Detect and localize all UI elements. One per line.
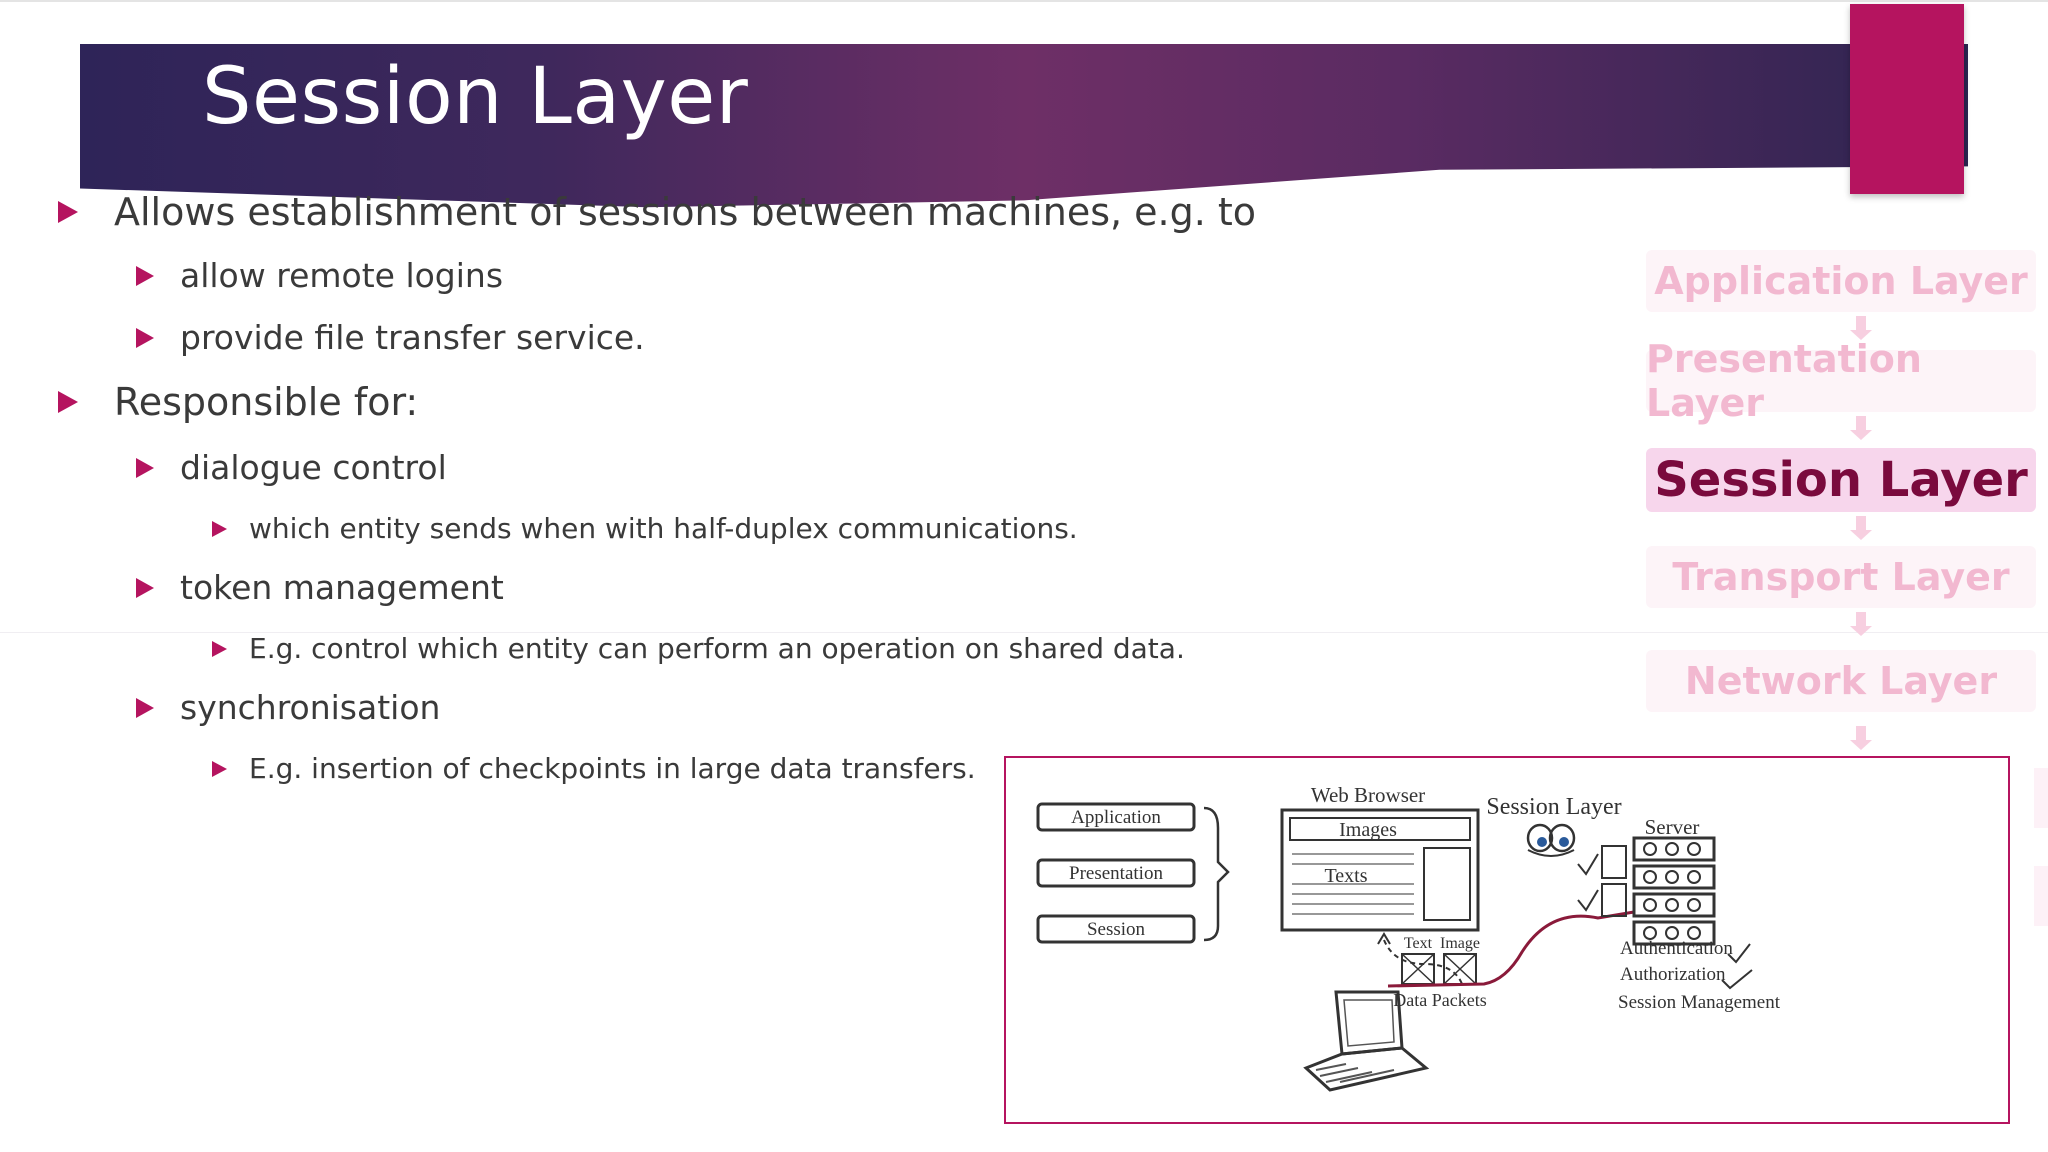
bullet-3: provide file transfer service. bbox=[136, 318, 645, 357]
top-border bbox=[0, 0, 2048, 2]
auth-list: Authentication Authorization Session Man… bbox=[1618, 938, 1781, 1013]
session-heading: Session Layer bbox=[1486, 794, 1622, 857]
bullet-arrow-icon bbox=[212, 760, 227, 777]
packet-text-label: Text bbox=[1404, 935, 1433, 952]
packet-image-label: Image bbox=[1440, 935, 1480, 952]
browser-texts-label: Texts bbox=[1324, 865, 1367, 887]
bullet-text: provide file transfer service. bbox=[180, 318, 645, 357]
screen-divider bbox=[0, 632, 2048, 633]
layer-boxes: Application Presentation Session bbox=[1036, 802, 1230, 944]
bullet-arrow-icon bbox=[136, 265, 154, 286]
layer-box-presentation: Presentation bbox=[1069, 863, 1163, 884]
bullet-text: E.g. insertion of checkpoints in large d… bbox=[249, 752, 976, 785]
check-icon bbox=[1727, 943, 1751, 964]
bullet-2: allow remote logins bbox=[136, 256, 503, 295]
diagram-heading: Session Layer bbox=[1486, 794, 1621, 820]
connection-line bbox=[1387, 910, 1635, 988]
check-icon bbox=[1721, 969, 1753, 990]
layer-box-application: Application bbox=[1071, 807, 1161, 828]
bullet-text: dialogue control bbox=[180, 448, 447, 487]
bullet-10: E.g. insertion of checkpoints in large d… bbox=[212, 752, 976, 785]
bullet-5: dialogue control bbox=[136, 448, 447, 487]
down-arrow-icon bbox=[1850, 612, 1872, 636]
bullet-text: Allows establishment of sessions between… bbox=[114, 190, 1257, 234]
accent-block bbox=[1850, 4, 1964, 194]
auth-authentication: Authentication bbox=[1620, 938, 1733, 959]
auth-authorization: Authorization bbox=[1620, 964, 1726, 985]
bullet-1: Allows establishment of sessions between… bbox=[58, 190, 1256, 234]
layer-box-session: Session bbox=[1087, 919, 1146, 940]
bullet-arrow-icon bbox=[136, 577, 154, 598]
stack-presentation-layer: Presentation Layer bbox=[1646, 337, 2036, 425]
ghost-stack-edge bbox=[2034, 768, 2048, 828]
ghost-stack-edge bbox=[2034, 866, 2048, 926]
down-arrow-icon bbox=[1850, 316, 1872, 340]
bullet-9: synchronisation bbox=[136, 688, 440, 727]
bullet-text: token management bbox=[180, 568, 504, 607]
bullet-arrow-icon bbox=[58, 201, 78, 223]
down-arrow-icon bbox=[1850, 516, 1872, 540]
bullet-6: which entity sends when with half-duplex… bbox=[212, 512, 1078, 545]
bullet-text: E.g. control which entity can perform an… bbox=[249, 632, 1185, 665]
bullet-4: Responsible for: bbox=[58, 380, 418, 424]
bullet-arrow-icon bbox=[58, 391, 78, 413]
slide-title: Session Layer bbox=[202, 52, 749, 142]
bullet-arrow-icon bbox=[212, 520, 227, 537]
bullet-7: token management bbox=[136, 568, 504, 607]
bullet-text: which entity sends when with half-duplex… bbox=[249, 512, 1078, 545]
binoculars-icon bbox=[1526, 823, 1576, 857]
auth-session-management: Session Management bbox=[1618, 992, 1781, 1013]
data-packets: Text Image Data Packets bbox=[1393, 935, 1486, 1010]
bullet-text: Responsible for: bbox=[114, 380, 419, 424]
server-label: Server bbox=[1645, 815, 1700, 839]
stack-network-layer: Network Layer bbox=[1646, 650, 2036, 712]
bullet-arrow-icon bbox=[136, 697, 154, 718]
browser-images-label: Images bbox=[1339, 819, 1397, 841]
bullet-text: allow remote logins bbox=[180, 256, 504, 295]
laptop-icon bbox=[1303, 990, 1430, 1092]
stack-session-layer: Session Layer bbox=[1646, 448, 2036, 512]
bullet-arrow-icon bbox=[136, 327, 154, 348]
browser-title: Web Browser bbox=[1311, 783, 1425, 807]
stack-transport-layer: Transport Layer bbox=[1646, 546, 2036, 608]
bullet-8: E.g. control which entity can perform an… bbox=[212, 632, 1185, 665]
server-icon: Server bbox=[1632, 815, 1716, 946]
file-check-icon bbox=[1577, 845, 1627, 917]
bullet-text: synchronisation bbox=[180, 688, 441, 727]
bullet-arrow-icon bbox=[136, 457, 154, 478]
session-layer-diagram: Application Presentation Session Web Bro… bbox=[1004, 756, 2010, 1124]
down-arrow-icon bbox=[1850, 416, 1872, 440]
bullet-arrow-icon bbox=[212, 640, 227, 657]
down-arrow-icon bbox=[1850, 726, 1872, 750]
data-packets-label: Data Packets bbox=[1393, 990, 1486, 1010]
web-browser-illustration: Web Browser Images Texts bbox=[1280, 783, 1480, 985]
stack-application-layer: Application Layer bbox=[1646, 250, 2036, 312]
